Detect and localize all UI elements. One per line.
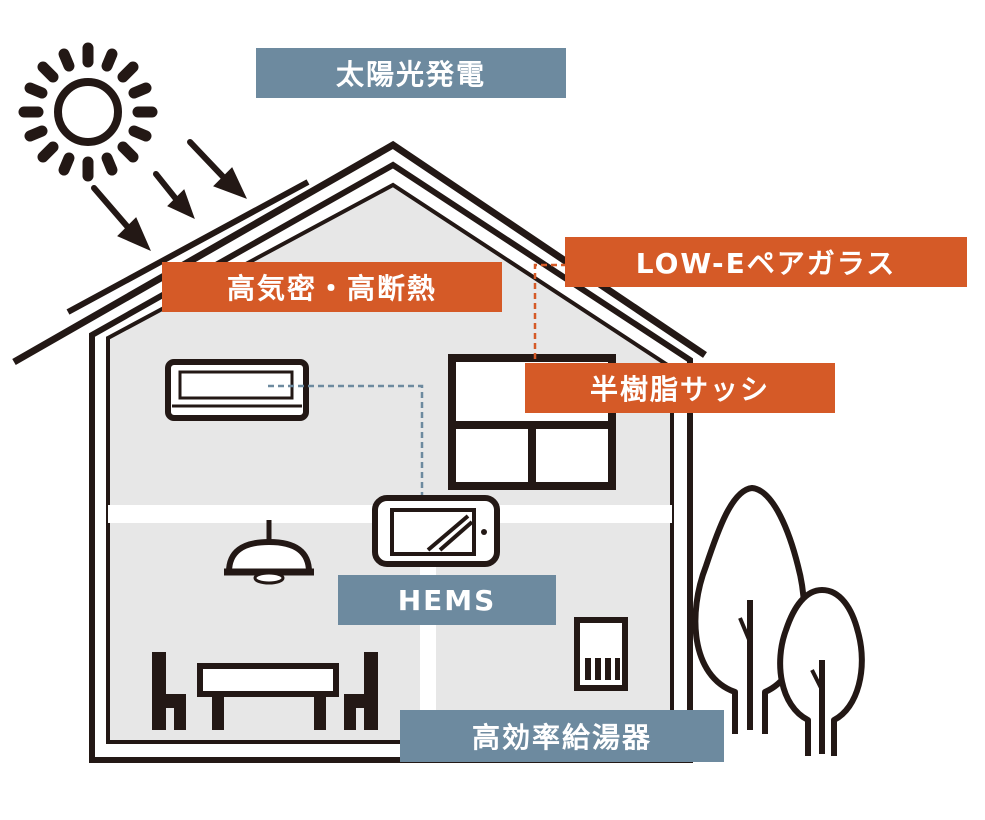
sun-ray-arrow-icon <box>91 139 247 251</box>
dining-table-icon <box>152 652 378 730</box>
sun-icon <box>18 42 158 182</box>
water-heater-label: 高効率給湯器 <box>400 710 724 762</box>
glass-connector <box>533 263 567 366</box>
water-heater-icon <box>574 617 628 691</box>
ceiling-lamp-icon <box>224 520 314 585</box>
sash-label: 半樹脂サッシ <box>525 363 835 413</box>
hems-monitor-icon <box>372 495 500 567</box>
solar-label: 太陽光発電 <box>256 48 566 98</box>
hems-label: HEMS <box>338 575 556 625</box>
aircon-hems-connector <box>268 384 424 500</box>
air-conditioner-icon <box>165 359 309 421</box>
insulation-label: 高気密・高断熱 <box>162 262 502 312</box>
tree-icon <box>692 485 865 756</box>
glass-label: LOW-Eペアガラス <box>565 237 967 287</box>
